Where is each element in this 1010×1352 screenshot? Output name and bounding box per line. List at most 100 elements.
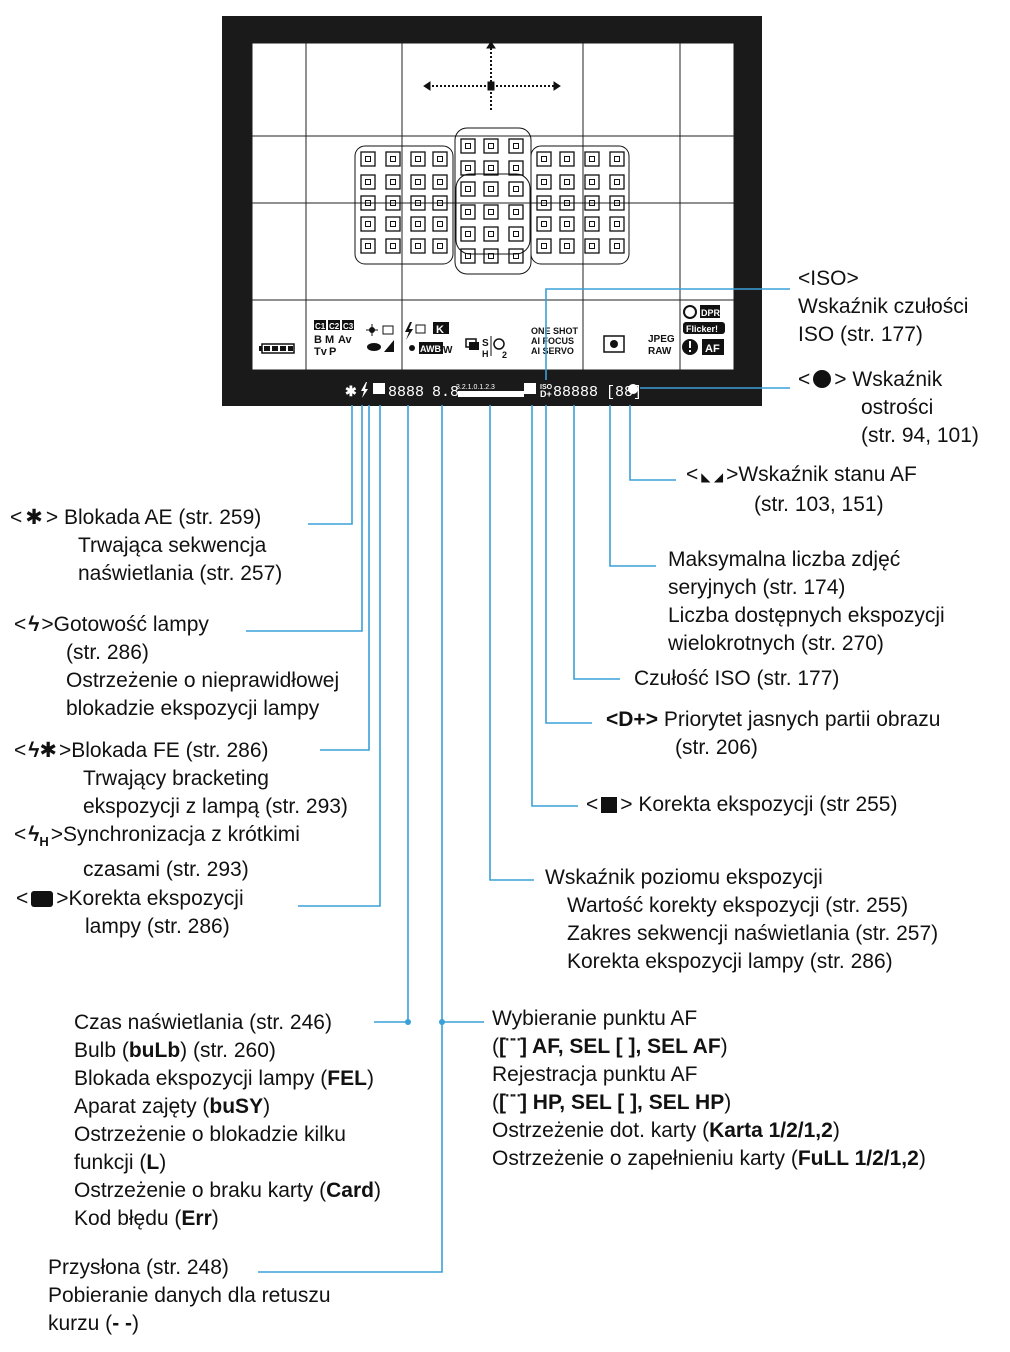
af-point bbox=[432, 238, 448, 254]
af-point-center bbox=[415, 243, 421, 249]
label-exposure-level: Wskaźnik poziomu ekspozycji Wartość kore… bbox=[545, 864, 938, 976]
bracket-open: < bbox=[14, 739, 27, 762]
label-focus-indicator: <> Wskaźnik ostrości (str. 94, 101) bbox=[798, 366, 979, 450]
shutter-line6a: funkcji ( bbox=[74, 1151, 147, 1174]
af-point bbox=[385, 151, 401, 167]
flash-ready-line4: blokadzie ekspozycji lampy bbox=[66, 697, 320, 720]
svg-text:C2: C2 bbox=[329, 322, 340, 331]
af-point bbox=[360, 151, 376, 167]
af-point-center bbox=[589, 179, 595, 185]
label-hss: <ϟH>Synchronizacja z krótkimi czasami (s… bbox=[14, 821, 300, 884]
af-point-line2b: [¨¨] AF, SEL [ ], SEL AF bbox=[499, 1035, 721, 1058]
af-point bbox=[536, 238, 552, 254]
af-status-icon: ◣ ◢ bbox=[701, 470, 724, 484]
label-flash-comp: <>Korekta ekspozycji lampy (str. 286) bbox=[16, 885, 244, 941]
svg-text:8888: 8888 bbox=[388, 384, 424, 401]
bracket-open: < bbox=[798, 368, 811, 391]
label-ae-lock: <✱> Blokada AE (str. 259) Trwająca sekwe… bbox=[10, 504, 282, 588]
af-point bbox=[410, 195, 426, 211]
iso-indicator-line2: ISO (str. 177) bbox=[798, 323, 923, 346]
exposure-comp-icon bbox=[601, 797, 618, 813]
af-point bbox=[559, 238, 575, 254]
label-af-status: <◣ ◢>Wskaźnik stanu AF (str. 103, 151) bbox=[686, 461, 917, 519]
shutter-line8c: ) bbox=[211, 1207, 219, 1230]
aperture-line3c: ) bbox=[132, 1312, 140, 1335]
shutter-line4c: ) bbox=[263, 1095, 271, 1118]
af-point-center bbox=[465, 253, 471, 259]
bracket-close: > bbox=[50, 823, 64, 846]
af-point-center bbox=[589, 243, 595, 249]
drive-mode-icons: S H 2 bbox=[465, 336, 507, 360]
ae-lock-icon: ✱ bbox=[25, 506, 43, 529]
af-point bbox=[483, 181, 499, 197]
af-point-center bbox=[415, 156, 421, 162]
shutter-line3a: Blokada ekspozycji lampy ( bbox=[74, 1067, 328, 1090]
iso-indicator-line1: Wskaźnik czułości bbox=[798, 295, 969, 318]
af-point-center bbox=[488, 186, 494, 192]
af-point bbox=[609, 238, 625, 254]
af-point bbox=[385, 216, 401, 232]
shutter-line2a: Bulb ( bbox=[74, 1039, 129, 1062]
highlight-line2: (str. 206) bbox=[675, 736, 758, 759]
af-point bbox=[460, 160, 476, 176]
shutter-line4b: buSY bbox=[209, 1095, 264, 1118]
battery-icon bbox=[259, 343, 295, 354]
focus-line3: (str. 94, 101) bbox=[861, 424, 979, 447]
label-shutter: Czas naświetlania (str. 246) Bulb (buLb)… bbox=[74, 1009, 381, 1233]
exposure-level-line4: Korekta ekspozycji lampy (str. 286) bbox=[567, 950, 893, 973]
af-point-line5c: ) bbox=[832, 1119, 840, 1142]
svg-text:B: B bbox=[314, 334, 322, 346]
bracket-close: > bbox=[58, 739, 72, 762]
af-point-center bbox=[541, 156, 547, 162]
svg-text:8.8: 8.8 bbox=[432, 384, 459, 401]
af-point-center bbox=[488, 165, 494, 171]
af-point bbox=[584, 238, 600, 254]
flash-ready-line1: Gotowość lampy bbox=[53, 613, 209, 636]
image-format: JPEG RAW bbox=[648, 334, 675, 357]
af-point-center bbox=[415, 200, 421, 206]
iso-speed-line1: Czułość ISO (str. 177) bbox=[634, 667, 840, 690]
af-point bbox=[360, 216, 376, 232]
af-point bbox=[508, 160, 524, 176]
bracket-open: < bbox=[686, 463, 699, 486]
af-point-center bbox=[564, 200, 570, 206]
bracket-close: > bbox=[620, 793, 633, 816]
af-point-center bbox=[365, 179, 371, 185]
svg-text:P: P bbox=[329, 346, 336, 358]
af-point-line6a: Ostrzeżenie o zapełnieniu karty ( bbox=[492, 1147, 798, 1170]
af-point-center bbox=[614, 221, 620, 227]
bracket-open: < bbox=[16, 887, 29, 910]
max-burst-line2: seryjnych (str. 174) bbox=[668, 576, 846, 599]
af-point bbox=[483, 204, 499, 220]
leader-dot-aperture bbox=[439, 1019, 445, 1025]
af-point-center bbox=[465, 231, 471, 237]
af-point bbox=[460, 248, 476, 264]
svg-text:K: K bbox=[436, 324, 444, 336]
af-point-center bbox=[465, 165, 471, 171]
fe-lock-line1: Blokada FE (str. 286) bbox=[71, 739, 269, 762]
label-exposure-comp: <> Korekta ekspozycji (str 255) bbox=[586, 791, 897, 819]
af-point-center bbox=[437, 200, 443, 206]
af-point-center bbox=[365, 200, 371, 206]
af-point-center bbox=[390, 179, 396, 185]
bracket-open: < bbox=[10, 506, 23, 529]
max-burst-line3: Liczba dostępnych ekspozycji bbox=[668, 604, 945, 627]
af-point-center bbox=[465, 209, 471, 215]
flash-wb-icons: K AWB W bbox=[405, 322, 453, 356]
flash-comp-line1: Korekta ekspozycji bbox=[68, 887, 244, 910]
shutter-line3c: ) bbox=[366, 1067, 374, 1090]
af-point-line4b: [¨¨] HP, SEL [ ], SEL HP bbox=[499, 1091, 725, 1114]
svg-text:AI FOCUS: AI FOCUS bbox=[531, 336, 574, 346]
af-status-line2: (str. 103, 151) bbox=[754, 493, 884, 516]
flash-ready-line2: (str. 286) bbox=[66, 641, 149, 664]
af-point bbox=[432, 195, 448, 211]
highlight-line1: Priorytet jasnych partii obrazu bbox=[663, 708, 941, 731]
svg-text:AWB: AWB bbox=[420, 344, 441, 354]
af-point bbox=[559, 216, 575, 232]
af-point bbox=[410, 174, 426, 190]
right-status-icons: DPR Flicker! AF bbox=[682, 305, 725, 355]
af-point bbox=[483, 248, 499, 264]
af-point-grid bbox=[360, 138, 625, 264]
af-point-center bbox=[564, 243, 570, 249]
